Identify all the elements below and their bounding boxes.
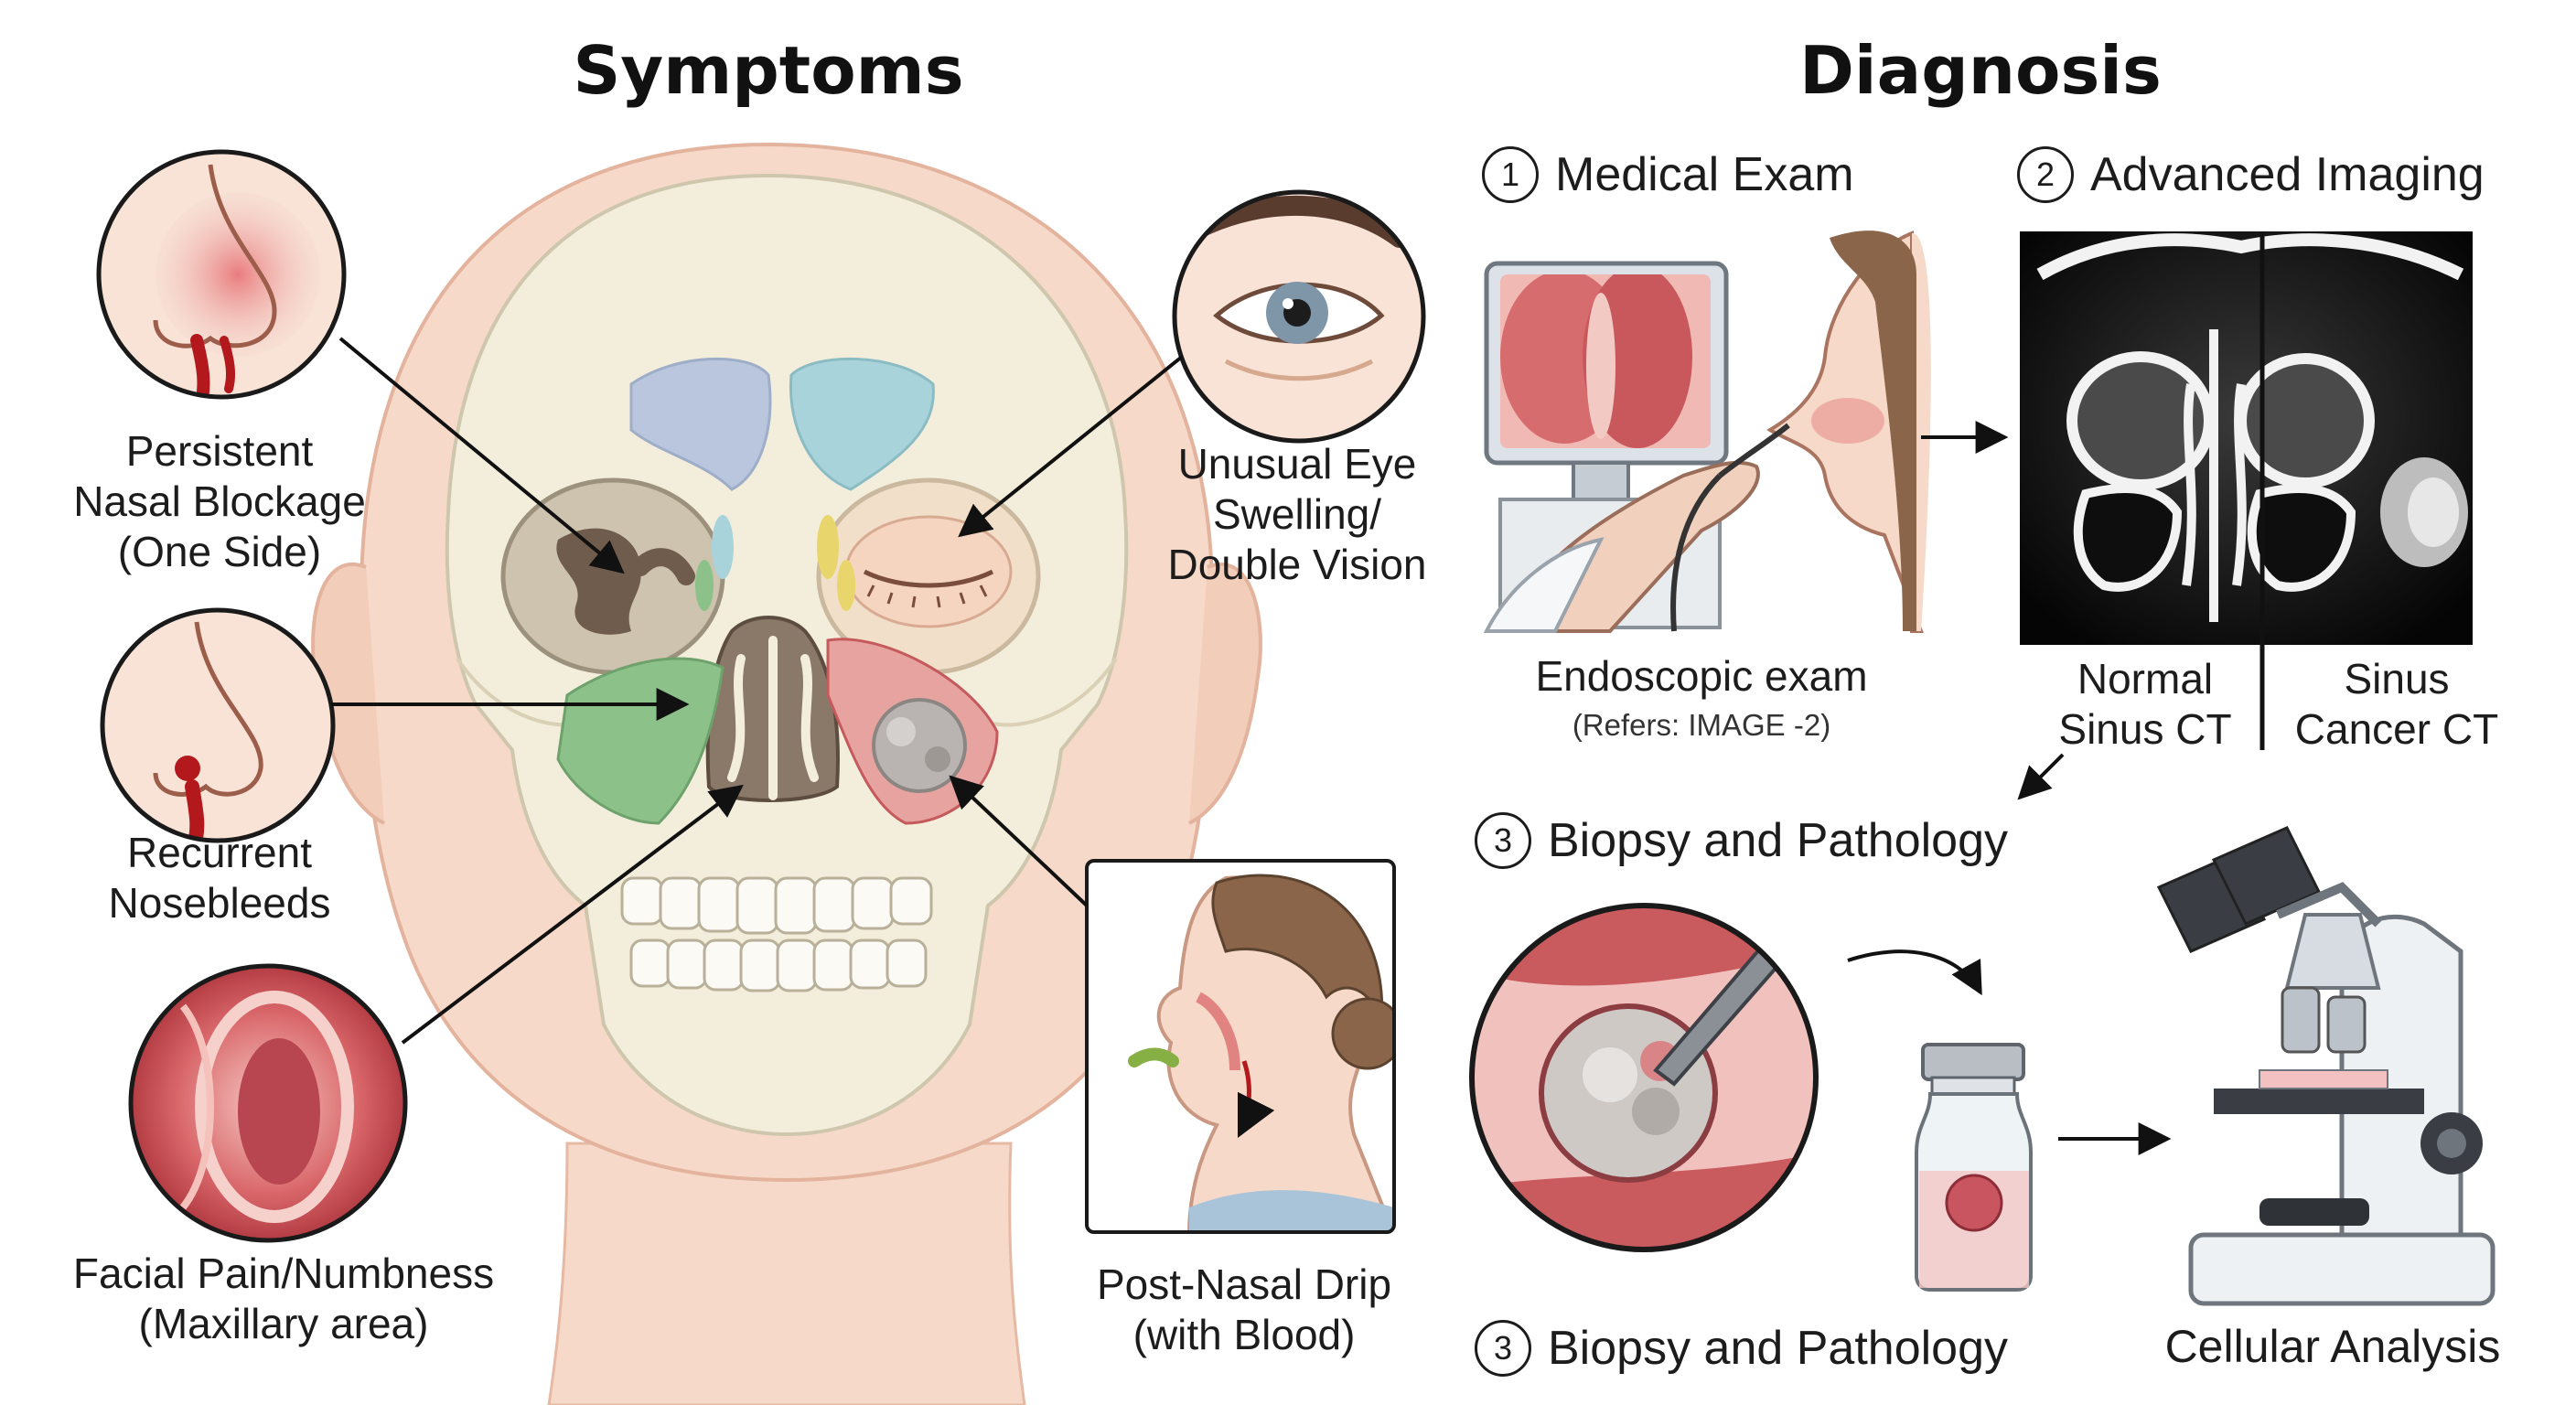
label-cancer-ct: Sinus Cancer CT bbox=[2294, 655, 2499, 753]
label-nasal-blockage: Persistent Nasal Blockage (One Side) bbox=[73, 427, 366, 575]
eye-circle bbox=[1172, 189, 1426, 444]
label-endoscopic-note: (Refers: IMAGE -2) bbox=[1572, 708, 1831, 742]
arrow-imaging-to-biopsy bbox=[2017, 753, 2065, 800]
ct-scan-comparison bbox=[2020, 231, 2473, 750]
step-medical-exam: 1 Medical Exam bbox=[1482, 146, 1854, 203]
symptom-arrows bbox=[331, 337, 1184, 1045]
specimen-vial bbox=[1915, 1043, 2033, 1292]
frontal-sinus-right bbox=[789, 357, 935, 491]
step-biopsy-pathology-caption: 3 Biopsy and Pathology bbox=[1475, 1320, 2008, 1377]
nosebleed-circle bbox=[100, 607, 336, 843]
symptoms-title: Symptoms bbox=[573, 32, 964, 109]
step-advanced-imaging: 2 Advanced Imaging bbox=[2017, 146, 2485, 203]
step-number-1: 1 bbox=[1482, 146, 1539, 203]
step-number-2: 2 bbox=[2017, 146, 2074, 203]
label-facial-pain: Facial Pain/Numbness (Maxillary area) bbox=[72, 1249, 495, 1347]
microscope bbox=[2156, 826, 2496, 1306]
step-number-3-caption: 3 bbox=[1475, 1320, 1531, 1377]
label-normal-ct: Normal Sinus CT bbox=[2058, 655, 2232, 753]
step-number-3: 3 bbox=[1475, 812, 1531, 869]
facial-pain-circle bbox=[128, 963, 408, 1243]
arrow-biopsy-to-vial bbox=[1847, 949, 1982, 996]
blockage-nose-circle bbox=[96, 149, 347, 400]
label-endoscopic-exam: Endoscopic exam bbox=[1535, 652, 1868, 700]
biopsy-circle bbox=[1469, 903, 1819, 1252]
label-nosebleeds: Recurrent Nosebleeds bbox=[108, 829, 331, 927]
label-cellular-analysis: Cellular Analysis bbox=[2164, 1321, 2501, 1372]
label-post-nasal-drip: Post-Nasal Drip (with Blood) bbox=[1096, 1260, 1392, 1358]
step-biopsy-pathology-heading: 3 Biopsy and Pathology bbox=[1475, 812, 2008, 869]
endoscopic-exam-illustration bbox=[1483, 231, 1931, 633]
frontal-sinus-left bbox=[629, 357, 772, 491]
post-nasal-drip-panel bbox=[1085, 859, 1396, 1234]
label-eye-swelling: Unusual Eye Swelling/ Double Vision bbox=[1167, 440, 1427, 588]
diagnosis-title: Diagnosis bbox=[1799, 32, 2162, 109]
